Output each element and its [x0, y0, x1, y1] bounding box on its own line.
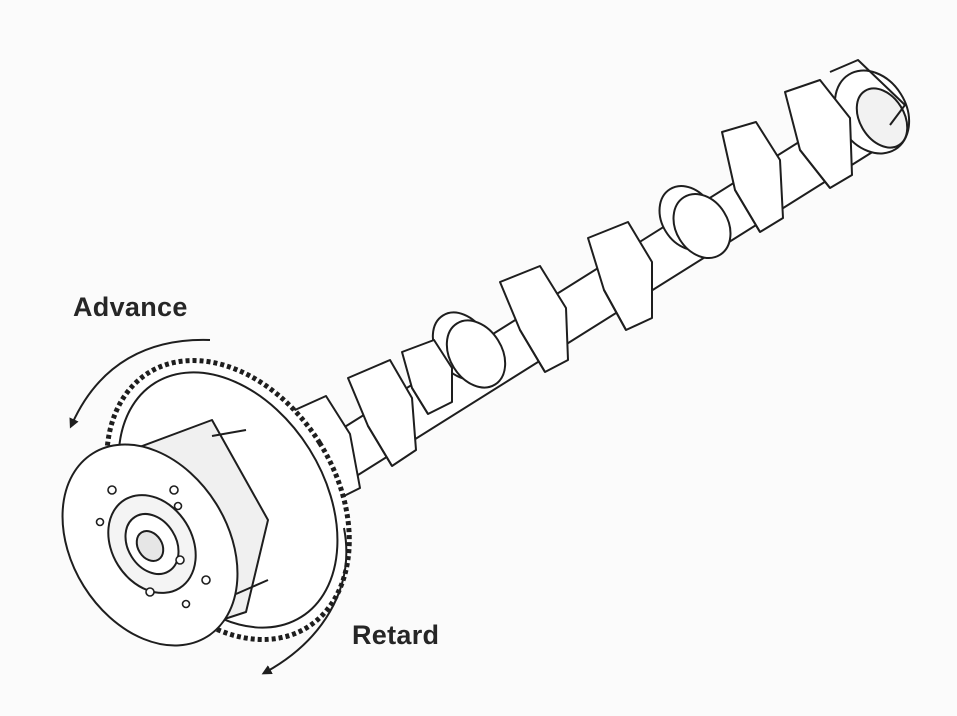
cam-lobe — [587, 221, 653, 331]
retard-label: Retard — [352, 620, 440, 650]
cam-lobe — [499, 265, 569, 373]
journal — [658, 185, 732, 259]
advance-label: Advance — [73, 292, 188, 322]
bolt-holes — [95, 485, 211, 609]
cam-lobe — [347, 359, 417, 467]
end-journal — [829, 59, 911, 155]
cvvt-front-face — [61, 443, 239, 647]
advance-arrow — [69, 338, 211, 429]
cam-lobe — [721, 121, 784, 233]
hex-section — [401, 339, 453, 415]
retard-arrow — [261, 527, 348, 675]
cam-lobe — [784, 79, 853, 189]
